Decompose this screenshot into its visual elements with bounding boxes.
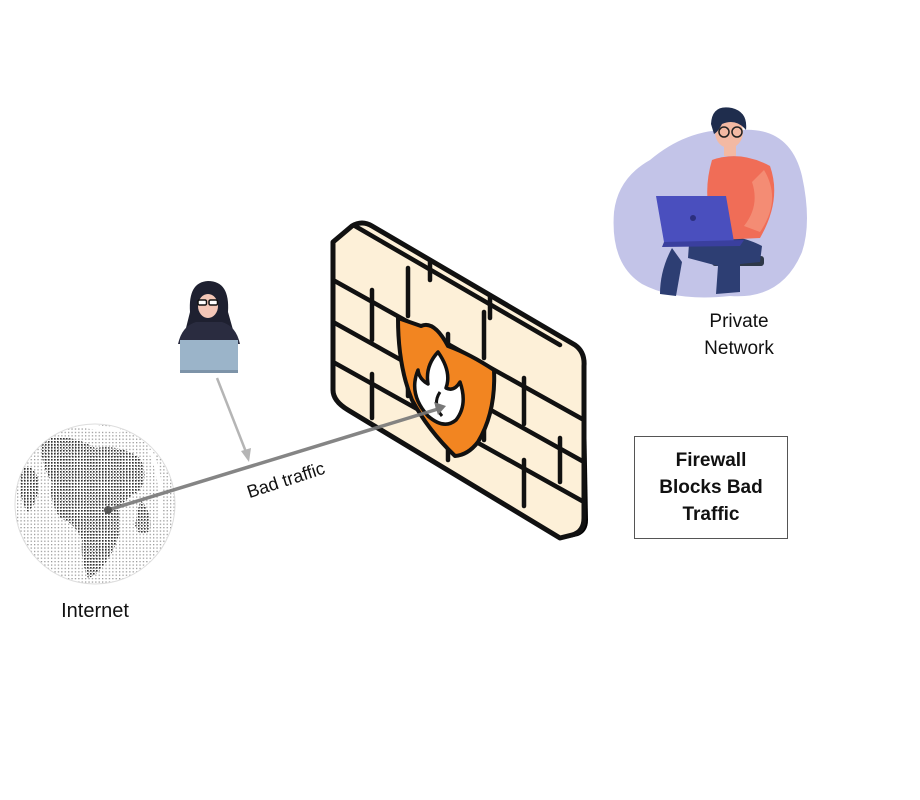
hacker-traffic-arrow xyxy=(215,377,251,462)
firewall-caption-box: Firewall Blocks Bad Traffic xyxy=(634,436,788,539)
internet-label: Internet xyxy=(61,600,129,622)
user-laptop-icon xyxy=(613,107,807,298)
shield-flame-icon xyxy=(396,316,497,458)
globe-icon xyxy=(14,423,176,585)
bad-traffic-arrow xyxy=(104,402,446,514)
firewall-caption-text: Firewall Blocks Bad Traffic xyxy=(659,450,763,525)
hacker-icon xyxy=(178,281,240,373)
private-network-label: Private Network xyxy=(704,311,774,359)
